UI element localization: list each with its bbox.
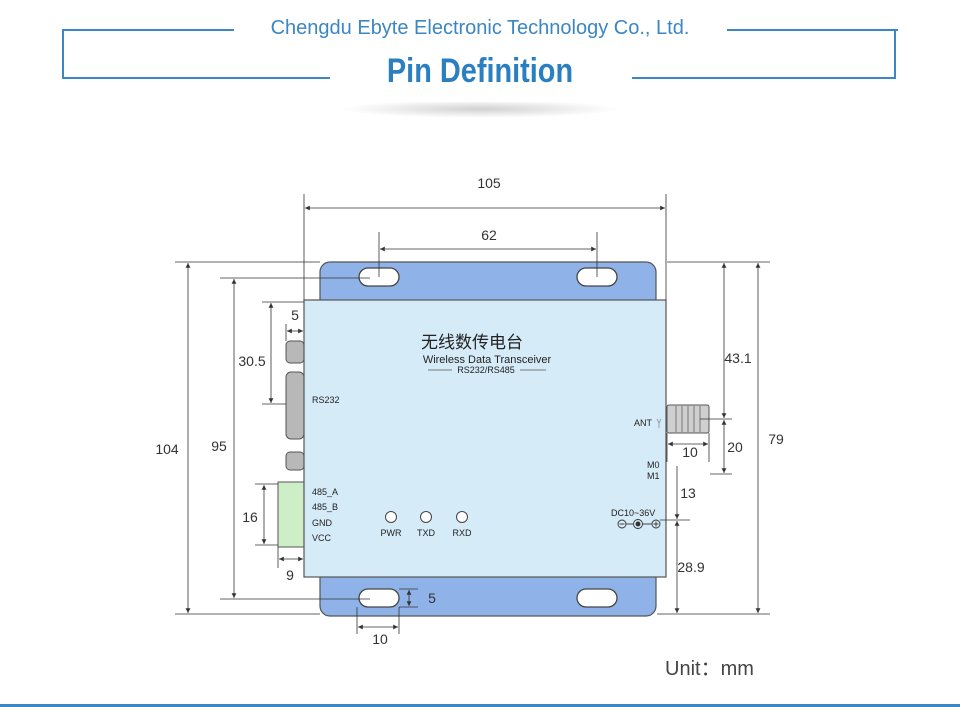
led-label-txd: TXD — [417, 528, 436, 538]
dc-polarity-symbol — [617, 519, 661, 529]
m0-label: M0 — [647, 460, 660, 470]
led-rxd — [456, 511, 468, 523]
dim-label-43-1: 43.1 — [724, 350, 751, 366]
title-background — [330, 52, 632, 102]
led-txd — [420, 511, 432, 523]
ant-label: ANT — [634, 418, 653, 428]
rs232-connector — [285, 371, 305, 440]
device-title-en: Wireless Data Transceiver — [423, 354, 552, 366]
dim-label-5-slot: 5 — [428, 590, 436, 606]
terminal-label-485a: 485_A — [312, 487, 338, 497]
slot-bottom-right — [576, 588, 618, 608]
led-label-rxd: RXD — [452, 528, 472, 538]
device-subtitle: RS232/RS485 — [457, 365, 515, 375]
dim-label-10-slot: 10 — [372, 631, 388, 647]
dim-label-62: 62 — [481, 227, 497, 243]
company-name: Chengdu Ebyte Electronic Technology Co.,… — [270, 17, 690, 39]
bottom-accent-line — [0, 704, 960, 707]
header-line-right — [727, 29, 898, 31]
dim-label-79: 79 — [768, 431, 784, 447]
dim-label-95: 95 — [211, 438, 227, 454]
terminal-label-gnd: GND — [312, 518, 333, 528]
page-title: Pin Definition — [386, 52, 574, 90]
dc-label: DC10~36V — [611, 508, 655, 518]
dim-label-10-ant: 10 — [682, 444, 698, 460]
dim-label-13: 13 — [680, 485, 696, 501]
dim-label-30-5: 30.5 — [238, 353, 265, 369]
dim-label-5-top: 5 — [291, 307, 299, 323]
terminal-label-485b: 485_B — [312, 502, 338, 512]
dim-label-104: 104 — [155, 441, 179, 457]
title-shadow — [340, 100, 620, 118]
m1-label: M1 — [647, 471, 660, 481]
rs232-small-connector — [285, 340, 305, 364]
header-line-left — [62, 29, 234, 31]
dim-label-16: 16 — [242, 509, 258, 525]
dim-label-20: 20 — [727, 439, 743, 455]
antenna-icon — [656, 418, 662, 428]
slot-bottom-left — [358, 588, 400, 608]
device-title-cn: 无线数传电台 — [421, 333, 523, 353]
terminal-block — [277, 481, 305, 548]
dim-label-28-9: 28.9 — [677, 559, 704, 575]
terminal-label-vcc: VCC — [312, 533, 332, 543]
dim-label-9: 9 — [286, 567, 294, 583]
device-body — [303, 299, 667, 578]
led-pwr — [385, 511, 397, 523]
dim-label-105: 105 — [477, 175, 501, 191]
unit-label: Unit：mm — [665, 658, 754, 680]
side-button — [285, 451, 305, 471]
rs232-label: RS232 — [312, 395, 340, 405]
led-label-pwr: PWR — [381, 528, 402, 538]
